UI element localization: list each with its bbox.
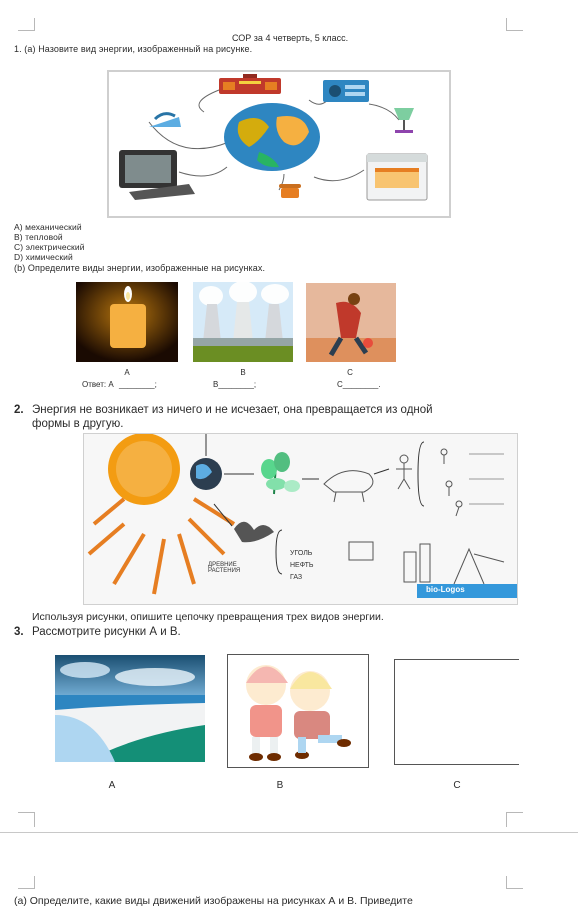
corner-mark-top-right xyxy=(506,18,523,31)
lamp-icon xyxy=(394,108,414,133)
earth-icon xyxy=(190,458,222,490)
q3-label-b: B xyxy=(276,780,284,791)
phone-icon xyxy=(279,184,301,198)
diagram-label-coal: УГОЛЬ xyxy=(290,550,313,557)
q3-number: 3. xyxy=(14,626,24,638)
electric-appliances-illustration xyxy=(119,74,428,201)
boy-figure xyxy=(290,671,351,759)
q2-number: 2. xyxy=(14,404,24,416)
photo-label-c: C xyxy=(347,368,353,377)
q1-option-a: A) механический xyxy=(14,222,82,232)
children-picture-frame xyxy=(227,654,369,768)
candle-photo xyxy=(76,282,178,362)
q2-task: Используя рисунки, опишите цепочку превр… xyxy=(32,611,384,623)
page-separator xyxy=(0,832,578,833)
answer-blank-a: ________; xyxy=(119,380,157,389)
bowling-photo xyxy=(306,283,396,362)
bird-icon xyxy=(234,521,274,543)
q3-label-a: A xyxy=(108,780,116,791)
animal-icon xyxy=(323,470,374,503)
answer-blank-c: C________. xyxy=(337,380,381,389)
tower-icon xyxy=(453,547,505,585)
corner-mark-next-top-left xyxy=(18,876,35,889)
computer-icon xyxy=(119,150,195,200)
q1-part-a: 1. (a) Назовите вид энергии, изображенны… xyxy=(14,44,253,54)
answer-label: Ответ: А xyxy=(82,380,114,389)
q1-option-b: B) тепловой xyxy=(14,232,63,242)
corner-mark-bottom-left xyxy=(18,812,35,827)
energy-chain-diagram: УГОЛЬ НЕФТЬ ГАЗ ДРЕВНИЕ РАСТЕНИЯ bio-Log… xyxy=(83,433,518,605)
factory-icon xyxy=(348,541,431,583)
girl-figure xyxy=(246,665,288,761)
q2-statement-line2: формы в другую. xyxy=(32,418,124,430)
power-plant-photo xyxy=(193,282,293,362)
energy-diagram-frame xyxy=(107,70,451,218)
corner-mark-top-left xyxy=(18,18,35,31)
sun-icon xyxy=(87,433,236,595)
q2-statement-line1: Энергия не возникает из ничего и не исче… xyxy=(32,404,433,416)
picture-c-empty-frame xyxy=(394,659,519,765)
q3-part-a: (а) Определите, какие виды движений изоб… xyxy=(14,895,413,907)
diagram-label-oil: НЕФТЬ xyxy=(290,562,314,569)
corner-mark-bottom-right xyxy=(506,812,523,827)
waterfall-photo xyxy=(55,655,205,762)
photo-label-a: A xyxy=(124,368,130,377)
diagram-watermark: bio-Logos xyxy=(426,585,465,594)
speaker-icon xyxy=(323,80,369,102)
q1-option-d: D) химический xyxy=(14,252,73,262)
stove-icon xyxy=(366,153,428,201)
diagram-label-gas: ГАЗ xyxy=(290,574,303,581)
q1-part-b: (b) Определите виды энергии, изображенны… xyxy=(14,263,266,273)
q3-statement: Рассмотрите рисунки А и В. xyxy=(32,626,181,638)
diagram-label-ancient-plants: ДРЕВНИЕ РАСТЕНИЯ xyxy=(208,562,241,574)
radio-icon xyxy=(219,74,281,94)
plant-icon xyxy=(261,452,300,495)
q1-option-c: C) электрический xyxy=(14,242,85,252)
corner-mark-next-top-right xyxy=(506,876,523,889)
answer-blank-b: B________; xyxy=(213,380,257,389)
person-icon xyxy=(396,454,412,490)
page-title: СОР за 4 четверть, 5 класс. xyxy=(232,33,349,43)
q3-label-c: C xyxy=(453,780,461,791)
iron-icon xyxy=(149,112,181,127)
photo-label-b: B xyxy=(240,368,246,377)
globe-icon xyxy=(224,103,320,171)
